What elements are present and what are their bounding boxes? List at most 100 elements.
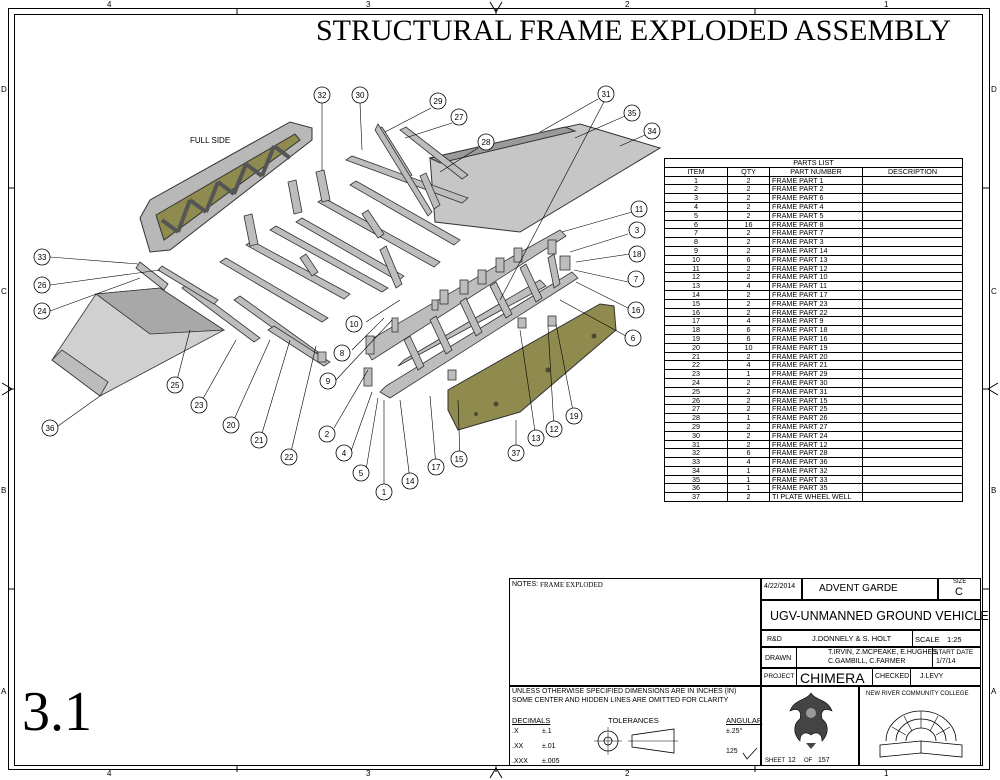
dec-xxx: .XXX [512,758,528,765]
description-cell [862,228,963,239]
item-cell: 14 [664,289,728,300]
project-value: CHIMERA [800,670,865,686]
balloon-label: 6 [631,334,636,343]
balloon-label: 30 [356,91,365,100]
balloon-circle [375,483,393,501]
item-cell: 35 [664,474,728,485]
zone-bottom-1: 1 [884,769,889,778]
qty-cell: 1 [727,483,770,494]
drawn-line-2: C.GAMBILL, C.FARMER [828,658,906,665]
qty-cell: 6 [727,333,770,344]
part-number-cell: FRAME PART 18 [769,325,863,335]
description-cell [862,210,963,221]
part-number-cell: FRAME PART 29 [769,369,863,379]
top-plate-edge [428,126,577,164]
balloon-circle [527,429,545,447]
balloon-label: 36 [46,424,55,433]
frame-members [135,123,579,399]
item-cell: 21 [664,351,728,362]
balloon-circle [627,270,645,288]
balloon-label: 37 [512,449,521,458]
balloon-label: 22 [285,453,294,462]
description-cell [862,254,963,265]
surface-finish-icon [742,747,758,760]
balloon-label: 10 [350,320,359,329]
part-number-cell: FRAME PART 23 [769,298,863,309]
balloon-label: 26 [38,281,47,290]
tolerance-box: UNLESS OTHERWISE SPECIFIED DIMENSIONS AR… [509,686,763,766]
description-cell [862,369,963,379]
description-cell [862,492,963,503]
balloon-label: 25 [171,381,180,390]
qty-cell: 2 [727,210,770,221]
angular-label: ANGULAR [726,716,763,725]
description-cell [862,465,963,476]
balloon-circle [318,425,336,443]
decimals-label: DECIMALS [512,716,551,725]
zone-left-c: C [1,287,7,296]
qty-cell: 6 [727,448,770,459]
description-cell [862,193,963,203]
qty-cell: 2 [727,395,770,406]
start-date-label: START DATE [934,649,974,656]
zone-right-c: C [991,287,997,296]
item-cell: 8 [664,237,728,247]
zone-top-3: 3 [366,0,371,9]
balloon-circle [190,396,208,414]
qty-cell: 2 [727,492,770,503]
of-label: OF [804,758,813,764]
item-cell: 15 [664,298,728,309]
part-number-cell: FRAME PART 27 [769,421,863,432]
item-cell: 10 [664,254,728,265]
qty-cell: 4 [727,281,770,291]
balloon-label: 3 [635,226,640,235]
balloon-circle [335,444,353,462]
project-row: PROJECT CHIMERA CHECKED J.LEVY [761,668,981,686]
item-cell: 2 [664,184,728,195]
dec-xx-tol: ±.01 [542,743,556,750]
start-date-value: 1/7/14 [936,658,956,665]
description-cell [862,404,963,415]
balloon-circle [630,200,648,218]
part-number-cell: FRAME PART 36 [769,457,863,467]
item-cell: 25 [664,386,728,397]
description-cell [862,386,963,397]
col-qty: QTY [727,166,770,177]
description-cell [862,201,963,212]
part-number-cell: FRAME PART 1 [769,175,863,186]
part-number-cell: FRAME PART 11 [769,281,863,291]
size-value: C [955,586,963,598]
item-cell: 22 [664,360,728,371]
item-cell: 4 [664,201,728,212]
part-number-cell: FRAME PART 12 [769,263,863,274]
item-cell: 16 [664,307,728,318]
part-number-cell: FRAME PART 15 [769,395,863,406]
item-cell: 5 [664,210,728,221]
balloon-circle [623,104,641,122]
col-item: ITEM [664,166,728,177]
part-number-cell: FRAME PART 20 [769,351,863,362]
item-cell: 23 [664,369,728,379]
part-number-cell: FRAME PART 2 [769,184,863,195]
item-cell: 3 [664,193,728,203]
sheet-label: SHEET [765,758,786,764]
part-number-cell: FRAME PART 31 [769,386,863,397]
item-cell: 27 [664,404,728,415]
description-cell [862,351,963,362]
qty-cell: 2 [727,193,770,203]
qty-cell: 2 [727,307,770,318]
item-cell: 24 [664,377,728,388]
zone-bottom-4: 4 [107,769,112,778]
balloon-circle [166,376,184,394]
dec-xx: .XX [512,743,524,750]
team-cell: ADVENT GARDE [802,578,938,600]
description-cell [862,307,963,318]
